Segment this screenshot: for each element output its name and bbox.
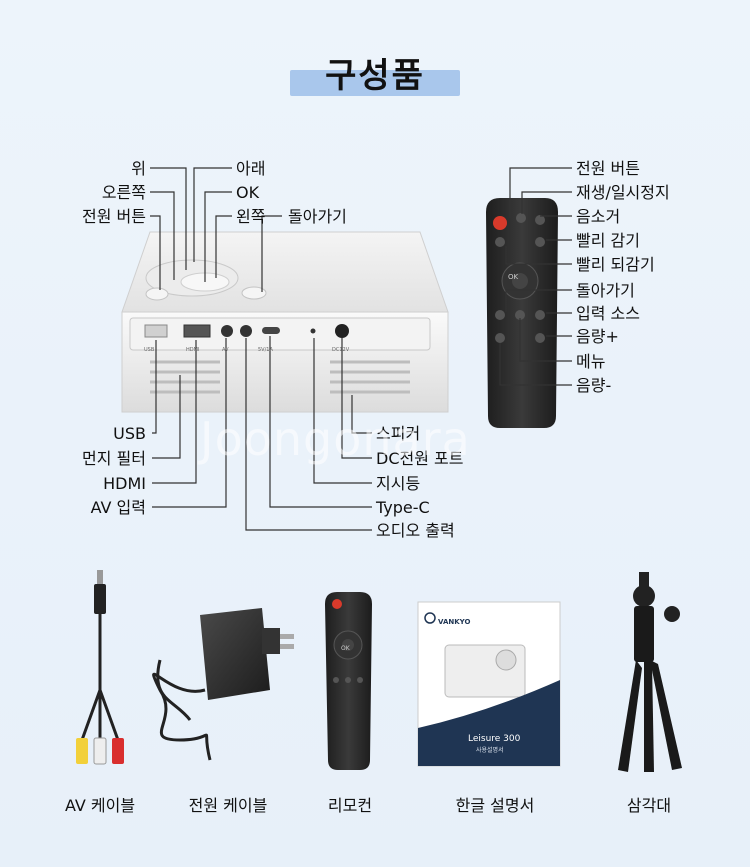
leader-lines-remote [499,167,572,386]
leader-lines-bottom [152,336,372,531]
port-print-dc: DC12V [332,347,350,353]
remote-label-back: 돌아가기 [576,281,635,300]
label-right: 오른쪽 [101,183,146,202]
title-highlight [290,70,460,96]
port-print-av: AV [222,347,229,353]
small-remote-ok-label: OK [341,645,350,652]
caption-remote: 리모컨 [327,796,373,815]
port-print-typec: 5V/1A [258,347,273,353]
caption-power-cable: 전원 케이블 [188,796,268,815]
watermark: Joongonara [200,412,471,466]
label-speaker: 스피커 [376,424,421,443]
remote-label-input-source: 입력 소스 [576,304,640,323]
label-dc-power-port: DC전원 포트 [376,449,464,468]
remote-label-rewind: 빨리 되감기 [576,255,655,274]
manual-subtitle: 사용설명서 [476,747,504,754]
label-av-input: AV 입력 [90,498,146,517]
manual-image [417,601,561,767]
projector [121,231,449,413]
label-back: 돌아가기 [288,207,347,226]
caption-manual: 한글 설명서 [455,796,535,815]
tripod-image [618,572,682,772]
label-audio-output: 오디오 출력 [376,521,455,540]
remote-ok-label: OK [508,273,519,281]
label-left: 왼쪽 [236,207,266,226]
remote-label-mute: 음소거 [576,207,621,226]
remote-label-menu: 메뉴 [576,352,606,371]
leader-lines-top [150,167,282,292]
label-dust-filter: 먼지 필터 [82,449,146,468]
manual-product: Leisure 300 [468,734,521,744]
remote-label-volume-down: 음량- [576,376,612,395]
label-up: 위 [131,159,146,178]
port-print-hdmi: HDMI [186,347,200,353]
label-power-button: 전원 버튼 [82,207,146,226]
label-type-c: Type-C [376,498,430,517]
remote-label-volume-up: 음량+ [576,327,619,346]
caption-tripod: 삼각대 [626,796,672,815]
power-adapter-image [152,608,294,761]
av-cable-image [76,570,124,765]
label-indicator: 지시등 [376,474,421,493]
caption-av-cable: AV 케이블 [64,796,136,815]
label-usb: USB [113,424,146,443]
label-down: 아래 [236,159,266,178]
remote-control-small [325,592,372,770]
page-title: 구성품 [325,56,425,96]
port-print-usb: USB [144,347,155,353]
remote-label-fast-forward: 빨리 감기 [576,231,640,250]
label-hdmi: HDMI [103,474,146,493]
label-ok: OK [236,183,260,202]
remote-label-power: 전원 버튼 [576,159,640,178]
manual-brand: VANKYO [438,618,471,626]
remote-label-play-pause: 재생/일시정지 [576,183,670,202]
